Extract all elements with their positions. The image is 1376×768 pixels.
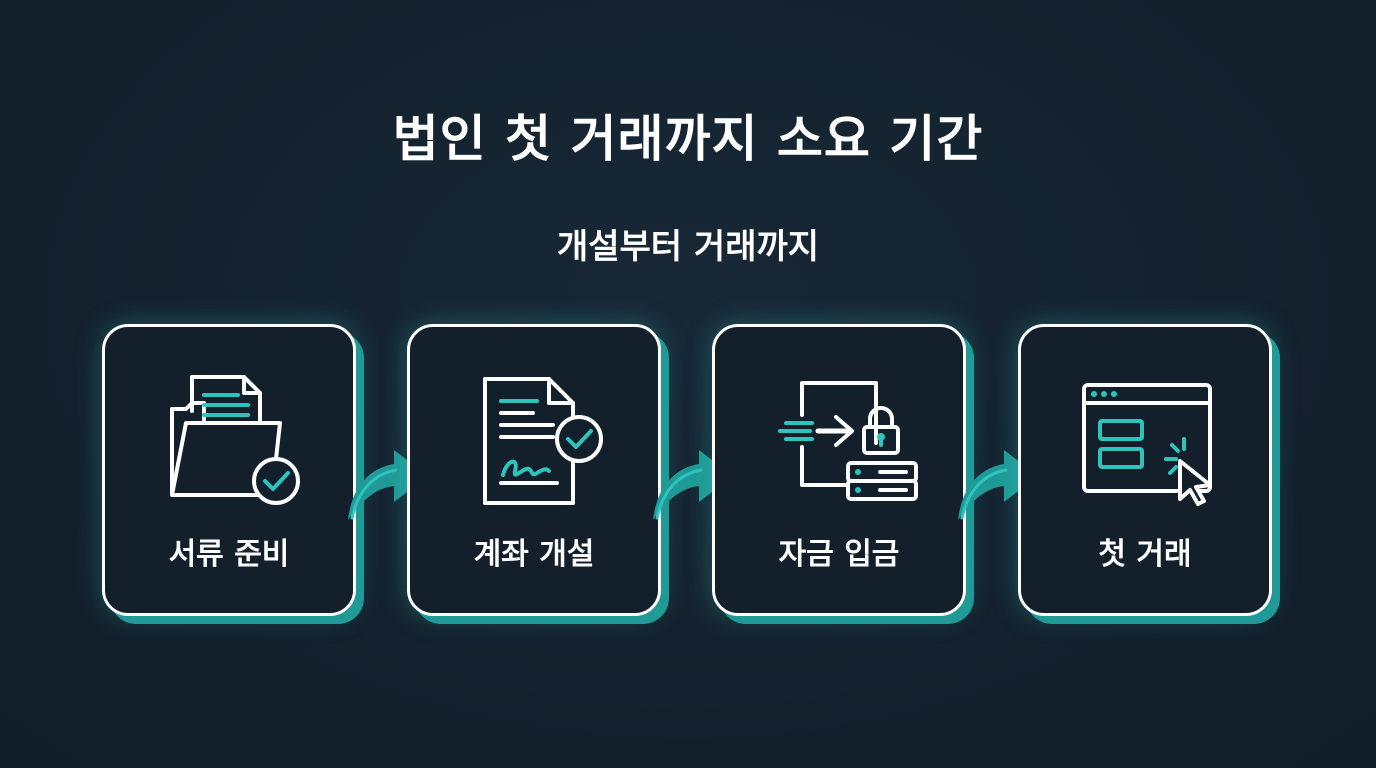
step-label: 첫 거래 — [1098, 537, 1192, 572]
step-card-first-trade: 첫 거래 — [1018, 324, 1272, 616]
step-label: 서류 준비 — [168, 537, 290, 572]
step-card-fund-deposit: 자금 입금 — [712, 324, 966, 616]
browser-click-icon — [1082, 383, 1212, 506]
page-subtitle: 개설부터 거래까지 — [556, 227, 820, 267]
folder-documents-check-icon — [170, 375, 300, 505]
page-title: 법인 첫 거래까지 소요 기간 — [392, 110, 984, 168]
signed-contract-check-icon — [483, 377, 603, 505]
deposit-lock-server-icon — [778, 381, 918, 501]
step-card-document-prep: 서류 준비 — [102, 324, 356, 616]
step-card-account-opening: 계좌 개설 — [407, 324, 661, 616]
step-label: 자금 입금 — [778, 537, 900, 572]
step-label: 계좌 개설 — [473, 537, 595, 572]
